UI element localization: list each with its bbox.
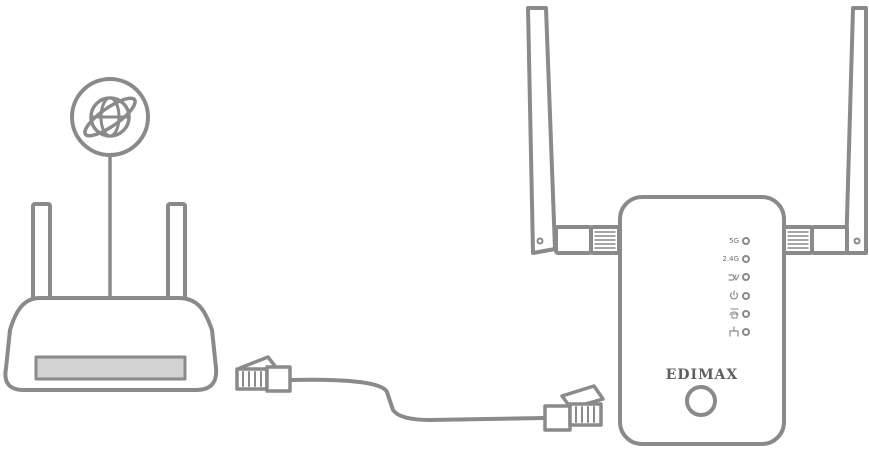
led-indicator-power bbox=[743, 293, 749, 299]
led-label-5g: 5G bbox=[729, 237, 739, 245]
router-display-panel bbox=[36, 357, 185, 379]
led-indicator-2-4g bbox=[743, 256, 749, 262]
range-extender-device: 5G 2.4G bbox=[528, 8, 866, 444]
rj45-plug-right bbox=[545, 386, 603, 430]
led-indicator-wps bbox=[743, 311, 749, 317]
wps-button[interactable] bbox=[687, 387, 715, 415]
router-antenna-left bbox=[33, 204, 50, 304]
extender-antenna-right bbox=[784, 8, 866, 253]
led-label-2-4g: 2.4G bbox=[722, 255, 739, 263]
brand-logo: EDIMAX bbox=[666, 367, 739, 383]
internet-globe-icon bbox=[72, 79, 148, 155]
extender-antenna-left bbox=[528, 8, 619, 253]
led-indicator-5g bbox=[743, 238, 749, 244]
led-indicator-repeater bbox=[743, 274, 749, 280]
led-indicator-lan bbox=[743, 329, 749, 335]
router-antenna-right bbox=[168, 204, 185, 304]
ethernet-cable bbox=[237, 357, 603, 430]
rj45-plug-left bbox=[237, 357, 290, 391]
